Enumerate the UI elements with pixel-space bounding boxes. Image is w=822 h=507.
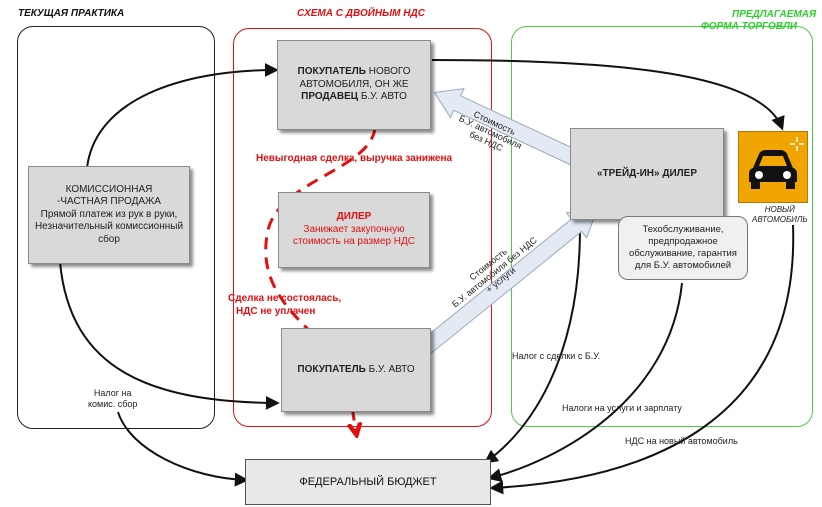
new-car-icon-tile — [738, 131, 808, 203]
connector-buyer-to-newcar — [431, 59, 785, 131]
car-icon — [749, 150, 797, 189]
new-car-label: НОВЫЙ АВТОМОБИЛЬ — [752, 205, 808, 224]
upper-value-arrow — [433, 87, 580, 166]
double-vat-panel — [233, 28, 492, 427]
bad-deal-note: Невыгодная сделка, выручка занижена — [256, 153, 453, 164]
current-practice-title: ТЕКУЩАЯ ПРАКТИКА — [18, 8, 125, 19]
used-car-buyer-box: ПОКУПАТЕЛЬ Б.У. АВТО — [281, 328, 431, 412]
connector-sale-to-buyer — [86, 63, 279, 169]
sparkle-icon — [790, 137, 804, 151]
current-practice-panel — [17, 26, 215, 429]
used-deal-tax-note: Налог с сделки с Б.У. — [512, 351, 601, 361]
private-sale-box: КОМИССИОННАЯ -ЧАСТНАЯ ПРОДАЖА Прямой пла… — [28, 166, 190, 264]
services-box: Техобслуживание, предпродажное обслужива… — [618, 216, 748, 280]
connector-used-deal-tax — [483, 227, 581, 464]
deal-failed-note: Сделка не состоялась, НДС не уплачен — [228, 293, 342, 317]
connector-services-tax — [487, 282, 683, 482]
commission-tax-note: Налог на комис. сбор — [88, 388, 138, 410]
connector-newcar-vat — [489, 224, 795, 495]
failed-deal-path — [264, 127, 377, 432]
new-car-buyer-box: ПОКУПАТЕЛЬ НОВОГО АВТОМОБИЛЯ, ОН ЖЕ ПРОД… — [277, 40, 431, 130]
proposed-title-line1: ПРЕДЛАГАЕМАЯ — [732, 9, 817, 20]
tradein-dealer-box: «ТРЕЙД-ИН» ДИЛЕР — [570, 128, 724, 220]
federal-budget-box: ФЕДЕРАЛЬНЫЙ БЮДЖЕТ — [245, 459, 491, 505]
connector-sale-to-usedbuyer — [59, 261, 280, 410]
connector-commission-tax — [117, 411, 249, 487]
dealer-box: ДИЛЕР Занижает закупочную стоимость на р… — [278, 192, 430, 268]
proposed-title-line2: ФОРМА ТОРГОВЛИ — [701, 21, 798, 32]
proposed-panel — [511, 26, 813, 427]
services-tax-note: Налоги на услуги и зарплату — [562, 403, 682, 413]
double-vat-title: СХЕМА С ДВОЙНЫМ НДС — [297, 8, 425, 19]
new-car-vat-note: НДС на новый автомобиль — [625, 436, 738, 446]
